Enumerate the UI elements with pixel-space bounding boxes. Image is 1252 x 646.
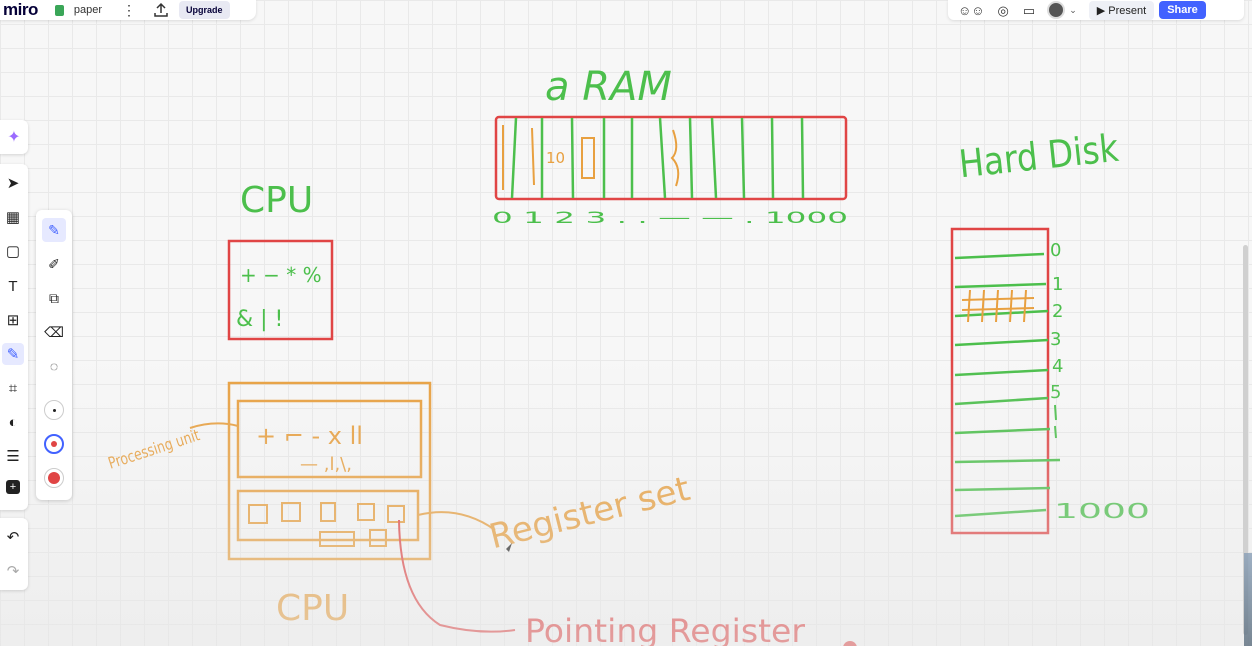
present-label: Present: [1108, 4, 1147, 17]
reactions-icon[interactable]: ☺☺: [958, 2, 985, 18]
pen-tool-icon[interactable]: ✎: [42, 218, 66, 242]
processing-unit-label: Processing unit: [106, 425, 202, 472]
smart-drawing-icon[interactable]: ⧉: [49, 289, 59, 306]
frame-icon[interactable]: ⌗: [8, 379, 18, 397]
disk-index-tick-b: [1054, 425, 1057, 439]
color-swatch-red[interactable]: [42, 466, 66, 490]
board-name[interactable]: paper: [73, 4, 102, 16]
redo-icon[interactable]: ↷: [6, 562, 20, 580]
board-header: miro paper ⋮ Upgrade: [0, 0, 256, 20]
avatar[interactable]: [1047, 1, 1066, 19]
share-button[interactable]: Share: [1159, 1, 1206, 19]
templates-icon[interactable]: ▦: [5, 208, 21, 226]
undo-redo-bar: ↶ ↷: [0, 518, 28, 590]
svg-text:1000: 1000: [1054, 499, 1150, 523]
chevron-down-icon[interactable]: ⌄: [1069, 4, 1077, 15]
shapes-icon[interactable]: ⊞: [6, 311, 20, 329]
vertical-scrollbar[interactable]: [1243, 245, 1248, 635]
svg-text:5: 5: [1050, 382, 1061, 403]
apps-icon[interactable]: ◐: [8, 413, 18, 431]
disk-index-tick-a: [1054, 404, 1057, 421]
board-icon: [54, 4, 64, 16]
upgrade-button[interactable]: Upgrade: [178, 1, 230, 19]
collaboration-toolbar: ☺☺ ◎ ▭ ⌄ ▶ Present Share: [948, 0, 1244, 20]
disk-indices: 0 1 2 3 4 5 1000: [1050, 240, 1150, 523]
processing-pointer-line: [189, 422, 239, 429]
svg-text:4: 4: [1052, 356, 1063, 377]
comment-icon[interactable]: ☰: [6, 447, 20, 465]
left-toolbar: ➤ ▦ ▢ T ⊞ ✎ ⌗ ◐ ☰ +: [0, 164, 28, 510]
processing-unit-ops: + ⌐ - x ll: [256, 422, 363, 450]
svg-text:1: 1: [1052, 274, 1063, 295]
disk-track-data: [961, 289, 1035, 323]
pen-icon[interactable]: ✎: [2, 343, 24, 365]
svg-text:0: 0: [1050, 240, 1061, 261]
pen-palette: ✎ ✐ ⧉ ⌫ ◌: [36, 210, 72, 500]
text-icon[interactable]: T: [8, 277, 18, 295]
color-swatch-black[interactable]: [42, 398, 66, 422]
export-icon[interactable]: [153, 2, 169, 18]
sticky-note-icon[interactable]: ▢: [5, 242, 21, 260]
ram-cell-box: [581, 137, 595, 179]
lasso-icon[interactable]: ◌: [49, 358, 59, 374]
cpu-ops-line1: + − * %: [240, 263, 322, 287]
cpu-title-top: CPU: [240, 180, 313, 221]
processing-unit-ops2: — ,l,\,: [300, 454, 352, 475]
register-set-label: Register set: [485, 469, 694, 557]
ram-brace: [670, 129, 680, 187]
cpu-title-bottom: CPU: [276, 588, 349, 629]
disk-title: Hard Disk: [957, 126, 1121, 186]
svg-text:3: 3: [1050, 329, 1061, 350]
more-icon[interactable]: +: [6, 480, 20, 494]
video-icon[interactable]: ▭: [1022, 2, 1036, 18]
select-icon[interactable]: ➤: [6, 174, 20, 192]
ai-assist-icon[interactable]: ✦: [0, 120, 28, 154]
ram-indices: 0 1 2 3 . . — — . 1000: [492, 208, 848, 227]
ram-title: a RAM: [545, 64, 672, 110]
chat-icon[interactable]: ◎: [997, 2, 1009, 18]
miro-logo[interactable]: miro: [3, 0, 38, 19]
present-button[interactable]: ▶ Present: [1088, 0, 1155, 20]
color-swatch-blue[interactable]: [42, 432, 66, 456]
pointer-dot: [843, 641, 857, 646]
play-icon: ▶: [1096, 4, 1106, 17]
svg-text:2: 2: [1052, 301, 1063, 322]
undo-icon[interactable]: ↶: [6, 528, 20, 546]
highlighter-icon[interactable]: ✐: [48, 255, 60, 272]
ram-cell-mark: [531, 127, 535, 186]
more-options-icon[interactable]: ⋮: [121, 2, 136, 18]
cpu-ops-line2: & | !: [236, 307, 283, 332]
video-thumbnail: [1244, 553, 1252, 646]
eraser-icon[interactable]: ⌫: [44, 323, 64, 340]
ram-cell-value: 10: [546, 149, 565, 167]
pointing-register-label: Pointing Register: [525, 612, 806, 646]
